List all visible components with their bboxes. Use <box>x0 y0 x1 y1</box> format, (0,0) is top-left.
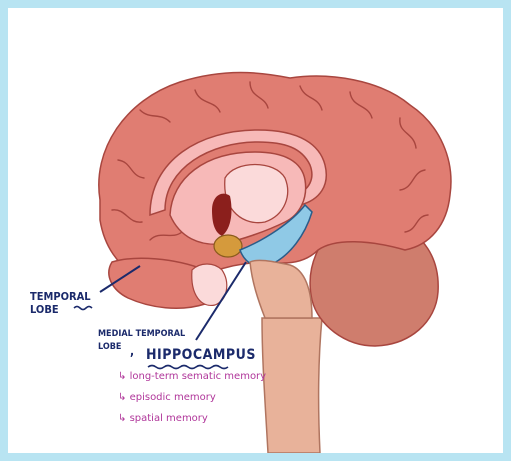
memory-item-2: ↳ episodic memory <box>118 393 216 403</box>
memory-text-3: spatial memory <box>130 413 208 424</box>
comma-mark: , <box>130 345 134 357</box>
memory-text-1: long-term sematic memory <box>130 371 267 382</box>
temporal-squiggle <box>74 307 92 310</box>
medial-label-line1: MEDIAL TEMPORAL <box>98 330 185 339</box>
amygdala <box>214 235 242 257</box>
spinal-cord <box>262 318 322 453</box>
medial-label-line2: LOBE <box>98 343 121 352</box>
diagram-frame: TEMPORAL LOBE MEDIAL TEMPORAL LOBE , HIP… <box>8 8 503 453</box>
memory-text-2: episodic memory <box>130 392 216 403</box>
arrow-icon: ↳ <box>118 413 126 424</box>
temporal-label-line1: TEMPORAL <box>30 291 91 302</box>
hippocampus-squiggle <box>148 366 228 369</box>
arrow-icon: ↳ <box>118 371 126 382</box>
memory-item-1: ↳ long-term sematic memory <box>118 372 266 382</box>
brain-illustration <box>8 8 503 453</box>
memory-item-3: ↳ spatial memory <box>118 414 208 424</box>
brainstem <box>250 260 312 318</box>
arrow-icon: ↳ <box>118 392 126 403</box>
hippocampus-label: HIPPOCAMPUS <box>146 348 256 362</box>
temporal-label-line2: LOBE <box>30 304 59 315</box>
